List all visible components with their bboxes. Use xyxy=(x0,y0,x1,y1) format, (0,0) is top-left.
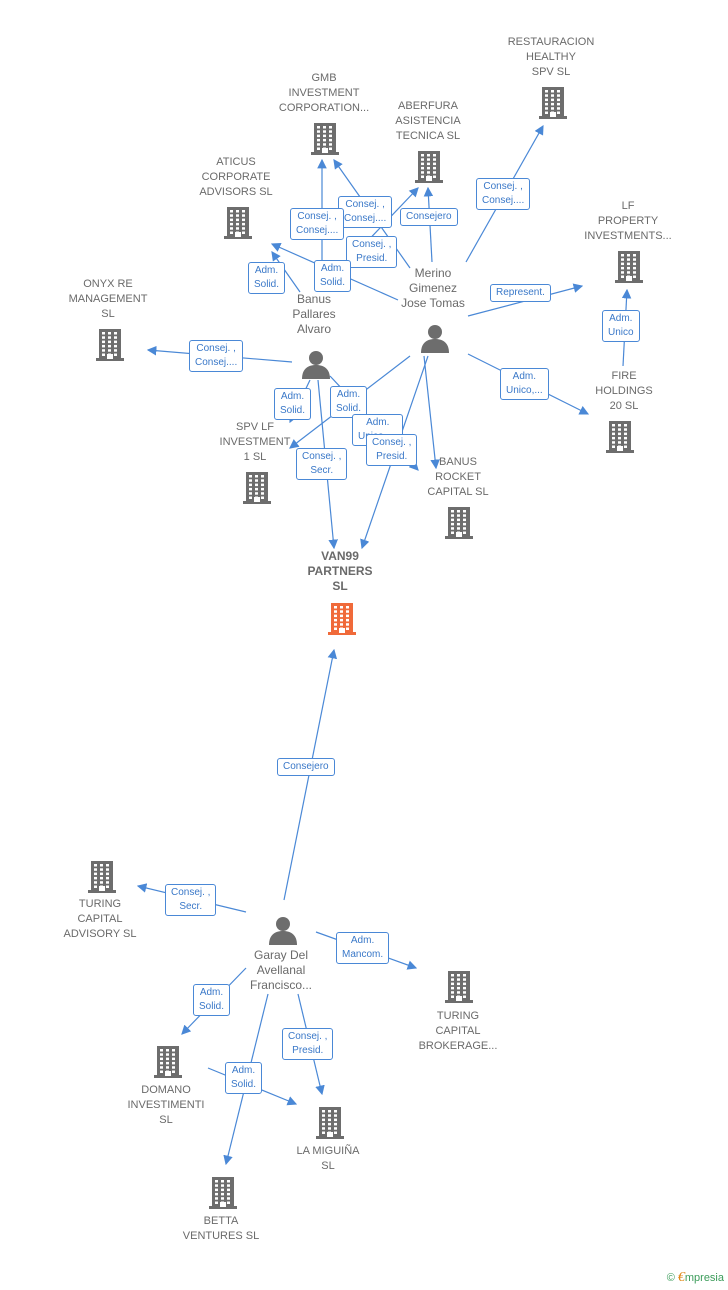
relation-label[interactable]: Adm. Solid. xyxy=(314,260,352,292)
brand-footer: © €mpresia xyxy=(667,1270,724,1286)
building-icon xyxy=(606,421,634,453)
building-icon xyxy=(154,1046,182,1078)
company-name: RESTAURACION HEALTHY SPV SL xyxy=(507,36,595,78)
company-name: LF PROPERTY INVESTMENTS... xyxy=(584,200,672,242)
company-name: TURING CAPITAL ADVISORY SL xyxy=(63,898,137,940)
company-name: ONYX RE MANAGEMENT SL xyxy=(68,278,148,320)
company-name: ATICUS CORPORATE ADVISORS SL xyxy=(199,156,273,198)
company-name: FIRE HOLDINGS 20 SL xyxy=(595,370,653,412)
company-name: SPV LF INVESTMENT 1 SL xyxy=(219,421,291,463)
building-icon xyxy=(415,151,443,183)
relation-label[interactable]: Represent. xyxy=(490,284,551,302)
relation-label[interactable]: Consej. , Consej.... xyxy=(290,208,345,240)
relation-label[interactable]: Consej. , Presid. xyxy=(346,236,398,268)
relation-label[interactable]: Consej. , Secr. xyxy=(296,448,348,480)
relation-label[interactable]: Adm. Unico,... xyxy=(500,368,549,400)
company-name: ABERFURA ASISTENCIA TECNICA SL xyxy=(395,100,461,142)
person-icon xyxy=(302,351,330,379)
building-icon xyxy=(539,87,567,119)
edge-banus-aticus xyxy=(271,251,301,293)
company-name: BETTA VENTURES SL xyxy=(182,1215,260,1242)
person-name: Banus Pallares Alvaro xyxy=(292,292,336,336)
relation-label[interactable]: Consej. , Presid. xyxy=(366,434,418,466)
relation-label[interactable]: Adm. Solid. xyxy=(248,262,286,294)
company-name: BANUS ROCKET CAPITAL SL xyxy=(427,456,489,498)
edge-merino-banusrocket xyxy=(423,355,440,470)
relation-label[interactable]: Adm. Solid. xyxy=(330,386,368,418)
relation-label[interactable]: Adm. Solid. xyxy=(193,984,231,1016)
relation-label[interactable]: Adm. Solid. xyxy=(274,388,312,420)
building-icon xyxy=(88,861,116,893)
relation-label[interactable]: Adm. Unico xyxy=(602,310,640,342)
copyright-icon: © xyxy=(666,1272,675,1284)
relation-label[interactable]: Consej. , Secr. xyxy=(165,884,217,916)
relation-label[interactable]: Consejero xyxy=(400,208,458,226)
person-name: Merino Gimenez Jose Tomas xyxy=(401,266,465,310)
relation-label[interactable]: Consej. , Consej.... xyxy=(189,340,244,372)
company-name: TURING CAPITAL BROKERAGE... xyxy=(418,1010,498,1052)
brand-name: mpresia xyxy=(684,1272,724,1284)
company-name: VAN99 PARTNERS SL xyxy=(307,549,373,593)
company-name: DOMANO INVESTIMENTI SL xyxy=(127,1084,205,1126)
building-icon xyxy=(445,971,473,1003)
relation-label[interactable]: Consej. , Presid. xyxy=(282,1028,334,1060)
relation-label[interactable]: Consej. , Consej.... xyxy=(476,178,531,210)
relation-label[interactable]: Adm. Mancom. xyxy=(336,932,390,964)
company-name: LA MIGUIÑA SL xyxy=(296,1145,360,1172)
company-name: GMB INVESTMENT CORPORATION... xyxy=(278,72,370,114)
building-icon xyxy=(243,472,271,504)
building-icon xyxy=(311,123,339,155)
building-icon xyxy=(316,1107,344,1139)
building-icon xyxy=(328,603,356,635)
building-icon xyxy=(96,329,124,361)
person-icon xyxy=(269,917,297,945)
person-name: Garay Del Avellanal Francisco... xyxy=(249,948,312,992)
building-icon xyxy=(445,507,473,539)
building-icon xyxy=(615,251,643,283)
building-icon xyxy=(209,1177,237,1209)
relation-label[interactable]: Consejero xyxy=(277,758,335,776)
brand-initial: € xyxy=(677,1270,685,1285)
relation-label[interactable]: Adm. Solid. xyxy=(225,1062,263,1094)
relation-label[interactable]: Consej. , Consej.... xyxy=(338,196,393,228)
person-icon xyxy=(421,325,449,353)
building-icon xyxy=(224,207,252,239)
